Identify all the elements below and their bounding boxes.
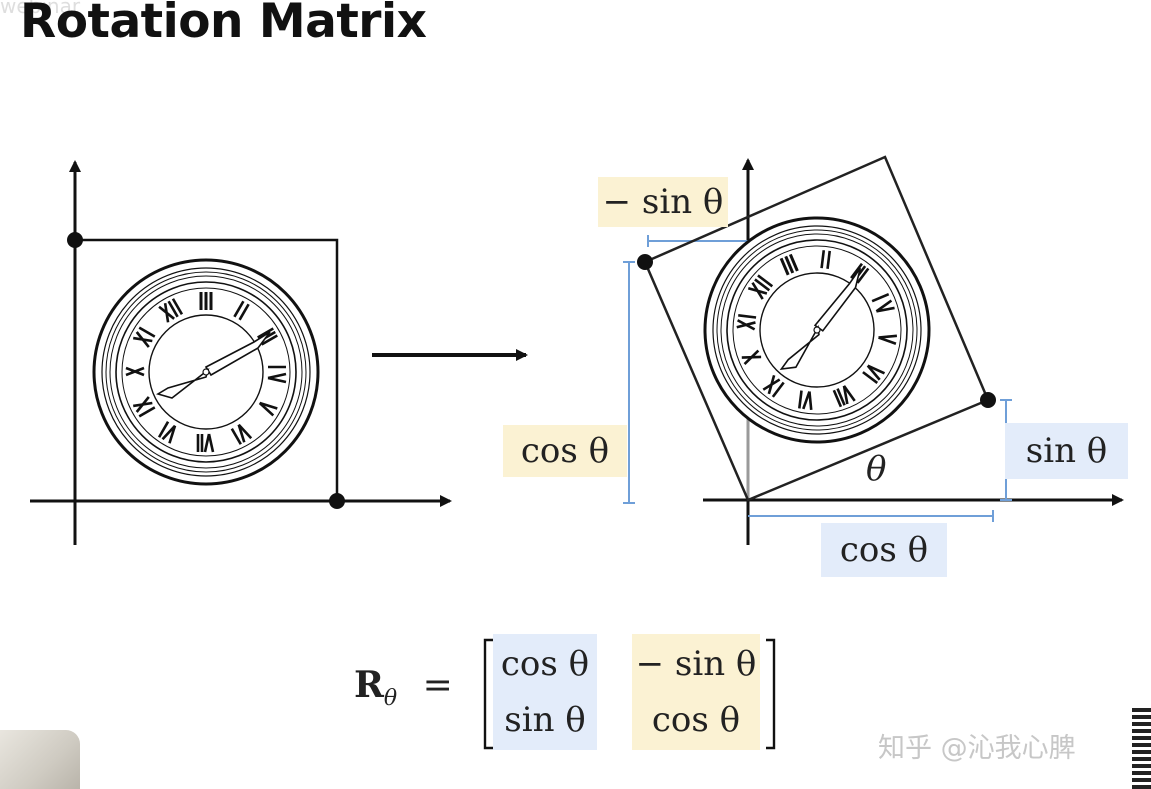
right-point-right [980,392,996,408]
matrix-subscript: θ [383,686,398,712]
label-theta: θ [866,449,887,489]
guide-cos-bottom [748,510,994,522]
matrix-col1-highlight [493,634,597,750]
matrix-symbol: R [354,664,384,706]
matrix-brackets [483,638,776,750]
left-clock [92,258,320,486]
matrix-equals: = [422,665,453,706]
qr-code [1132,706,1151,789]
matrix-entry-11: cos θ [500,644,590,684]
right-point-top [637,254,653,270]
left-point-top [67,232,83,248]
rotated-square [643,155,990,502]
matrix-entry-12: − sin θ [635,644,757,684]
corner-photo [0,730,80,789]
right-bracket [766,638,776,750]
matrix-entry-21: sin θ [504,700,586,740]
right-clock [668,181,966,479]
slide-title: Rotation Matrix [20,0,427,49]
matrix-lhs: Rθ = [354,664,453,711]
left-panel [30,160,452,545]
matrix-col2-highlight [632,634,760,750]
label-cos-left: cos θ [503,425,627,477]
top-watermark: webinar [0,0,81,18]
left-point-right [329,493,345,509]
guide-cos-left [623,261,635,504]
left-bracket [483,638,493,750]
guide-neg-sin [647,235,748,247]
site-watermark: 知乎 @沁我心脾 [878,733,1076,764]
matrix-entry-22: cos θ [651,700,741,740]
label-sin-right: sin θ [1005,423,1128,479]
label-cos-bottom: cos θ [821,523,947,577]
left-square [75,238,339,501]
label-neg-sin: − sin θ [598,177,728,227]
